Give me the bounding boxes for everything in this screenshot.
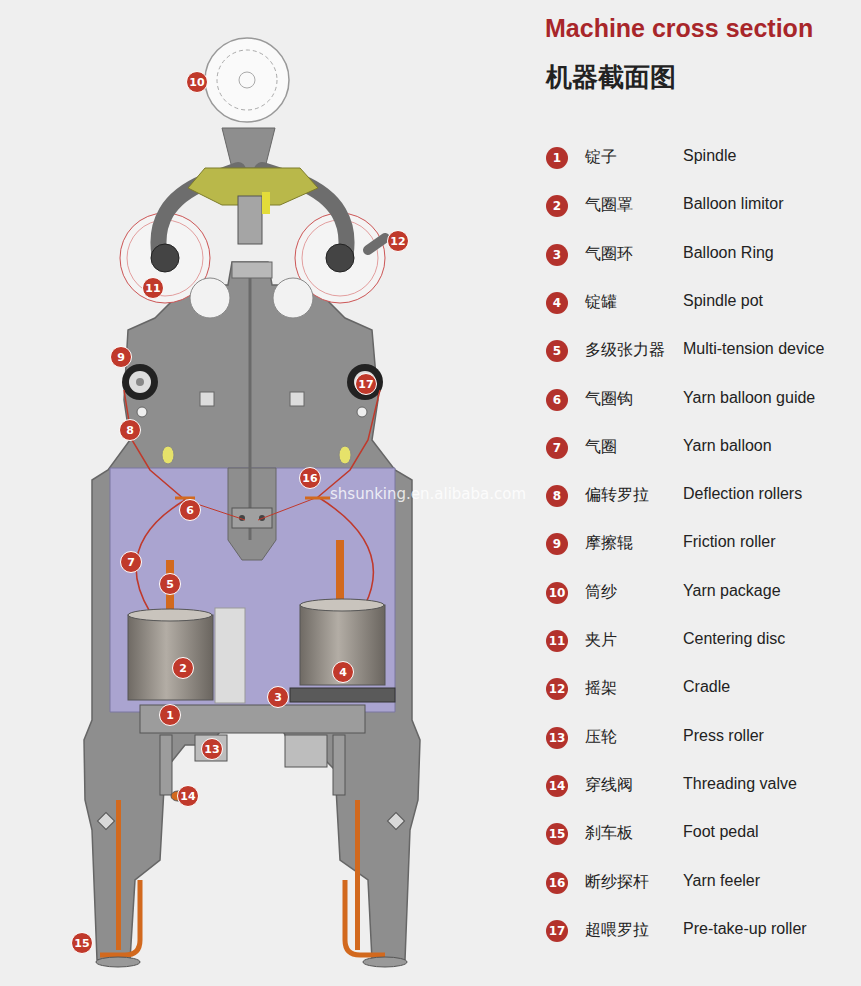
- part-name-english: Friction roller: [683, 533, 775, 551]
- part-name-chinese: 锭子: [585, 147, 617, 168]
- part-name-chinese: 锭罐: [585, 292, 617, 313]
- part-name-english: Press roller: [683, 727, 764, 745]
- callout-number: 11: [142, 277, 164, 299]
- callout-number: 9: [110, 346, 132, 368]
- part-name-chinese: 夹片: [585, 630, 617, 651]
- watermark: shsunking.en.alibaba.com: [330, 485, 526, 503]
- callout-number: 10: [186, 71, 208, 93]
- part-name-english: Centering disc: [683, 630, 785, 648]
- callout-number: 5: [159, 573, 181, 595]
- part-name-english: Yarn balloon: [683, 437, 772, 455]
- part-name-english: Threading valve: [683, 775, 797, 793]
- part-name-chinese: 穿线阀: [585, 775, 633, 796]
- callout-number: 7: [120, 551, 142, 573]
- chinese-heading: 机器截面图: [546, 60, 676, 95]
- callout-number: 14: [177, 785, 199, 807]
- part-name-chinese: 多级张力器: [585, 340, 665, 361]
- callout-number: 15: [546, 823, 568, 845]
- part-name-english: Cradle: [683, 678, 730, 696]
- part-name-chinese: 摇架: [585, 678, 617, 699]
- part-name-chinese: 摩擦辊: [585, 533, 633, 554]
- callout-number: 8: [119, 419, 141, 441]
- callout-number: 15: [71, 932, 93, 954]
- callout-number: 12: [387, 230, 409, 252]
- part-name-chinese: 刹车板: [585, 823, 633, 844]
- callout-number: 9: [546, 533, 568, 555]
- title: Machine cross section: [545, 14, 813, 43]
- part-name-chinese: 偏转罗拉: [585, 485, 649, 506]
- callout-number: 4: [546, 292, 568, 314]
- callout-number: 4: [332, 661, 354, 683]
- callout-number: 13: [546, 727, 568, 749]
- part-name-english: Spindle pot: [683, 292, 763, 310]
- callout-number: 6: [546, 389, 568, 411]
- callout-number: 1: [546, 147, 568, 169]
- part-name-english: Yarn package: [683, 582, 781, 600]
- callout-number: 17: [355, 373, 377, 395]
- part-name-chinese: 筒纱: [585, 582, 617, 603]
- part-name-chinese: 气圈罩: [585, 195, 633, 216]
- part-name-chinese: 断纱探杆: [585, 872, 649, 893]
- part-name-english: Multi-tension device: [683, 340, 824, 358]
- callout-number: 12: [546, 678, 568, 700]
- callout-number: 14: [546, 775, 568, 797]
- callout-number: 1: [159, 704, 181, 726]
- callout-number: 13: [201, 738, 223, 760]
- part-name-chinese: 超喂罗拉: [585, 920, 649, 941]
- callout-number: 10: [546, 582, 568, 604]
- part-name-chinese: 气圈: [585, 437, 617, 458]
- callout-number: 16: [299, 467, 321, 489]
- callout-number: 3: [267, 686, 289, 708]
- part-name-english: Yarn feeler: [683, 872, 760, 890]
- callout-number: 5: [546, 340, 568, 362]
- callout-number: 17: [546, 920, 568, 942]
- part-name-english: Foot pedal: [683, 823, 759, 841]
- callout-number: 7: [546, 437, 568, 459]
- callout-number: 11: [546, 630, 568, 652]
- part-name-english: Yarn balloon guide: [683, 389, 815, 407]
- part-name-chinese: 压轮: [585, 727, 617, 748]
- callout-number: 2: [546, 195, 568, 217]
- part-name-english: Spindle: [683, 147, 736, 165]
- callout-number: 2: [172, 657, 194, 679]
- part-name-english: Balloon Ring: [683, 244, 774, 262]
- part-name-chinese: 气圈环: [585, 244, 633, 265]
- part-name-chinese: 气圈钩: [585, 389, 633, 410]
- part-name-english: Deflection rollers: [683, 485, 802, 503]
- callout-number: 8: [546, 485, 568, 507]
- part-name-english: Balloon limitor: [683, 195, 783, 213]
- callout-number: 6: [179, 499, 201, 521]
- callout-number: 16: [546, 872, 568, 894]
- part-name-english: Pre-take-up roller: [683, 920, 807, 938]
- callout-number: 3: [546, 244, 568, 266]
